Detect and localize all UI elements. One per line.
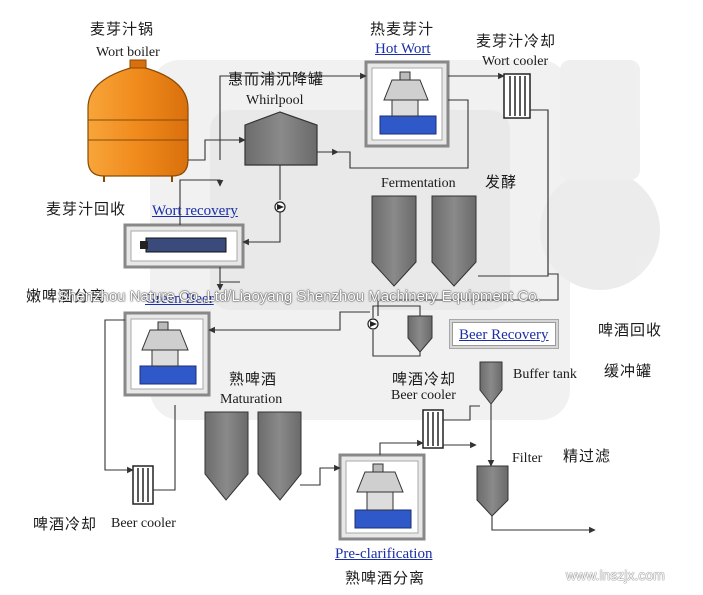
filter-tank [476, 465, 509, 517]
wort-boiler-en-label: Wort boiler [96, 45, 160, 60]
company-watermark: Shenzhou Nature Co.,Ltd/Liaoyang Shenzho… [58, 288, 541, 305]
pre-clarification-link[interactable]: Pre-clarification [335, 546, 433, 562]
green-beer-link[interactable]: Green Beer [145, 291, 214, 307]
beer-cooler-top-en-label: Beer cooler [391, 388, 456, 403]
wort-cooler-cn-label: 麦芽汁冷却 [476, 32, 557, 50]
fermentation-tanks [371, 195, 477, 287]
maturation-tanks [204, 411, 302, 501]
filter-en-label: Filter [512, 451, 543, 466]
green-beer-separator [123, 311, 211, 397]
hot-wort-cn-label: 热麦芽汁 [370, 20, 435, 38]
beer-cooler-top-cn-label: 啤酒冷却 [392, 370, 457, 388]
hot-wort-separator [364, 60, 450, 148]
beer-recovery-link[interactable]: Beer Recovery [459, 327, 549, 343]
pre-clarification-cn-label: 熟啤酒分离 [345, 569, 426, 587]
filter-cn-label: 精过滤 [563, 447, 612, 465]
site-watermark: www.lnszjx.com [566, 567, 665, 583]
beer-recovery-tank [407, 315, 433, 353]
green-beer-cn-label: 嫩啤酒分离 [26, 287, 107, 305]
beer-recovery-cn-label: 啤酒回收 [598, 321, 663, 339]
beer-recovery-box[interactable]: Beer Recovery [452, 322, 556, 346]
fermentation-cn-label: 发酵 [485, 173, 518, 191]
process-lines [104, 72, 596, 534]
buffer-tank [479, 361, 503, 405]
buffer-tank-en-label: Buffer tank [513, 367, 577, 382]
whirlpool-en-label: Whirlpool [246, 93, 304, 108]
buffer-tank-cn-label: 缓冲罐 [604, 362, 653, 380]
wort-cooler [503, 73, 531, 119]
wort-recovery-link[interactable]: Wort recovery [152, 203, 238, 219]
maturation-en-label: Maturation [220, 392, 283, 407]
whirlpool-tank [244, 111, 318, 166]
wort-boiler [87, 59, 189, 182]
wort-boiler-cn-label: 麦芽汁锅 [90, 20, 155, 38]
beer-cooler-top [422, 409, 444, 449]
matured-beer-cn-label: 熟啤酒 [229, 370, 278, 388]
hot-wort-link[interactable]: Hot Wort [375, 41, 431, 57]
pre-clarification-separator [338, 453, 426, 541]
beer-cooler-bottom-en-label: Beer cooler [111, 516, 176, 531]
beer-cooler-bottom [132, 465, 154, 505]
whirlpool-cn-label: 惠而浦沉降罐 [228, 70, 325, 88]
wort-cooler-en-label: Wort cooler [482, 54, 549, 69]
wort-recovery-cn-label: 麦芽汁回收 [46, 200, 127, 218]
beer-cooler-bottom-cn-label: 啤酒冷却 [33, 515, 98, 533]
wort-recovery-decanter [123, 223, 245, 269]
fermentation-en-label: Fermentation [381, 176, 456, 191]
